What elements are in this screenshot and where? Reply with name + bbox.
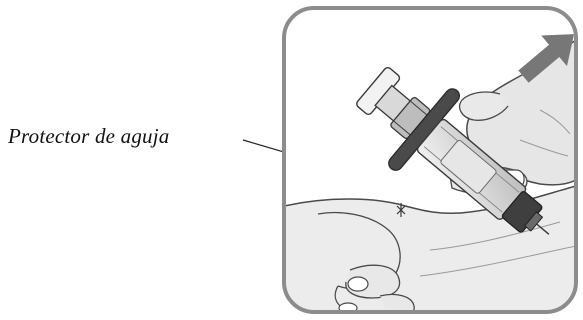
instruction-figure: Protector de aguja [0, 0, 583, 320]
illustration [0, 0, 583, 320]
